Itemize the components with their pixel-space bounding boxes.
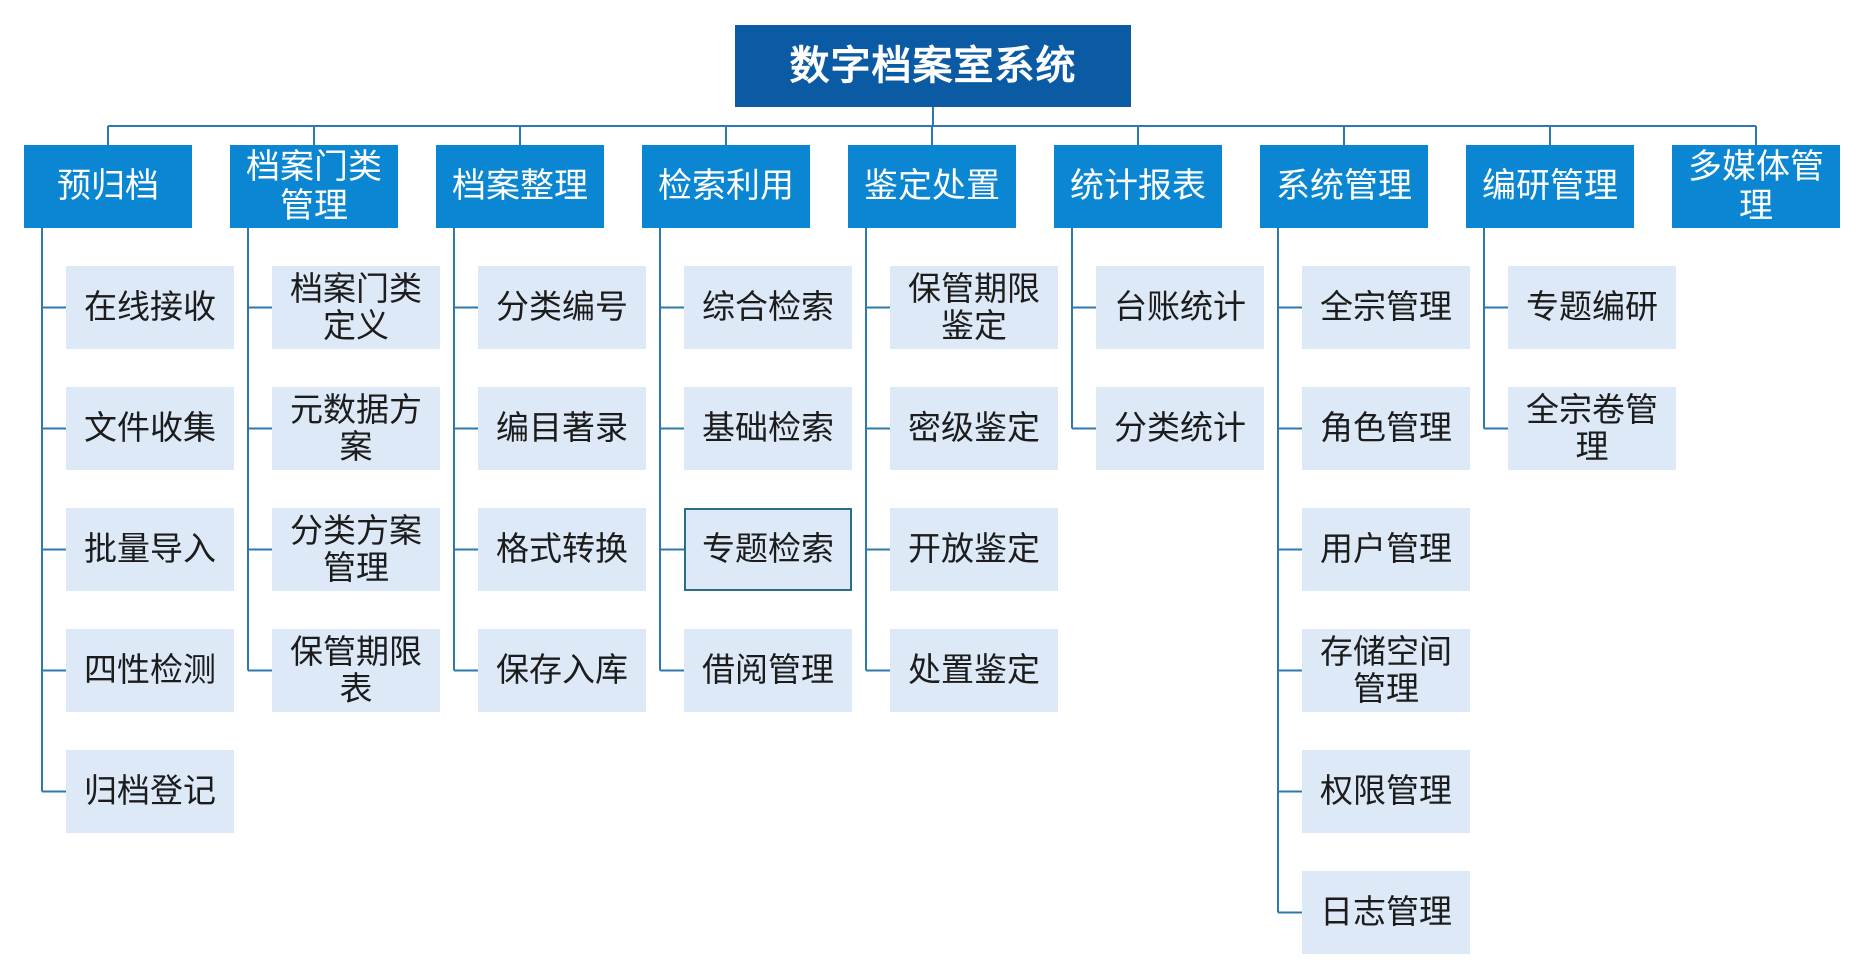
category-1: 预归档 bbox=[24, 145, 192, 228]
list-item: 文件收集 bbox=[66, 387, 234, 470]
list-item: 专题编研 bbox=[1508, 266, 1676, 349]
list-item: 存储空间 管理 bbox=[1302, 629, 1470, 712]
list-item: 角色管理 bbox=[1302, 387, 1470, 470]
list-item: 编目著录 bbox=[478, 387, 646, 470]
category-3: 档案整理 bbox=[436, 145, 604, 228]
list-item: 借阅管理 bbox=[684, 629, 852, 712]
list-item: 在线接收 bbox=[66, 266, 234, 349]
list-item: 全宗卷管 理 bbox=[1508, 387, 1676, 470]
list-item: 格式转换 bbox=[478, 508, 646, 591]
list-item: 保管期限 鉴定 bbox=[890, 266, 1058, 349]
list-item: 分类统计 bbox=[1096, 387, 1264, 470]
list-item: 保存入库 bbox=[478, 629, 646, 712]
list-item: 元数据方 案 bbox=[272, 387, 440, 470]
list-item: 台账统计 bbox=[1096, 266, 1264, 349]
list-item: 档案门类 定义 bbox=[272, 266, 440, 349]
category-6: 统计报表 bbox=[1054, 145, 1222, 228]
list-item: 四性检测 bbox=[66, 629, 234, 712]
root-title: 数字档案室系统 bbox=[735, 25, 1131, 107]
list-item: 批量导入 bbox=[66, 508, 234, 591]
list-item: 权限管理 bbox=[1302, 750, 1470, 833]
list-item: 基础检索 bbox=[684, 387, 852, 470]
list-item: 密级鉴定 bbox=[890, 387, 1058, 470]
list-item: 全宗管理 bbox=[1302, 266, 1470, 349]
category-4: 检索利用 bbox=[642, 145, 810, 228]
list-item: 归档登记 bbox=[66, 750, 234, 833]
list-item: 分类编号 bbox=[478, 266, 646, 349]
category-2: 档案门类 管理 bbox=[230, 145, 398, 228]
list-item: 保管期限 表 bbox=[272, 629, 440, 712]
list-item: 用户管理 bbox=[1302, 508, 1470, 591]
list-item: 日志管理 bbox=[1302, 871, 1470, 954]
list-item: 分类方案 管理 bbox=[272, 508, 440, 591]
category-9: 多媒体管 理 bbox=[1672, 145, 1840, 228]
category-7: 系统管理 bbox=[1260, 145, 1428, 228]
list-item: 综合检索 bbox=[684, 266, 852, 349]
category-5: 鉴定处置 bbox=[848, 145, 1016, 228]
list-item: 处置鉴定 bbox=[890, 629, 1058, 712]
list-item: 开放鉴定 bbox=[890, 508, 1058, 591]
category-8: 编研管理 bbox=[1466, 145, 1634, 228]
list-item: 专题检索 bbox=[684, 508, 852, 591]
